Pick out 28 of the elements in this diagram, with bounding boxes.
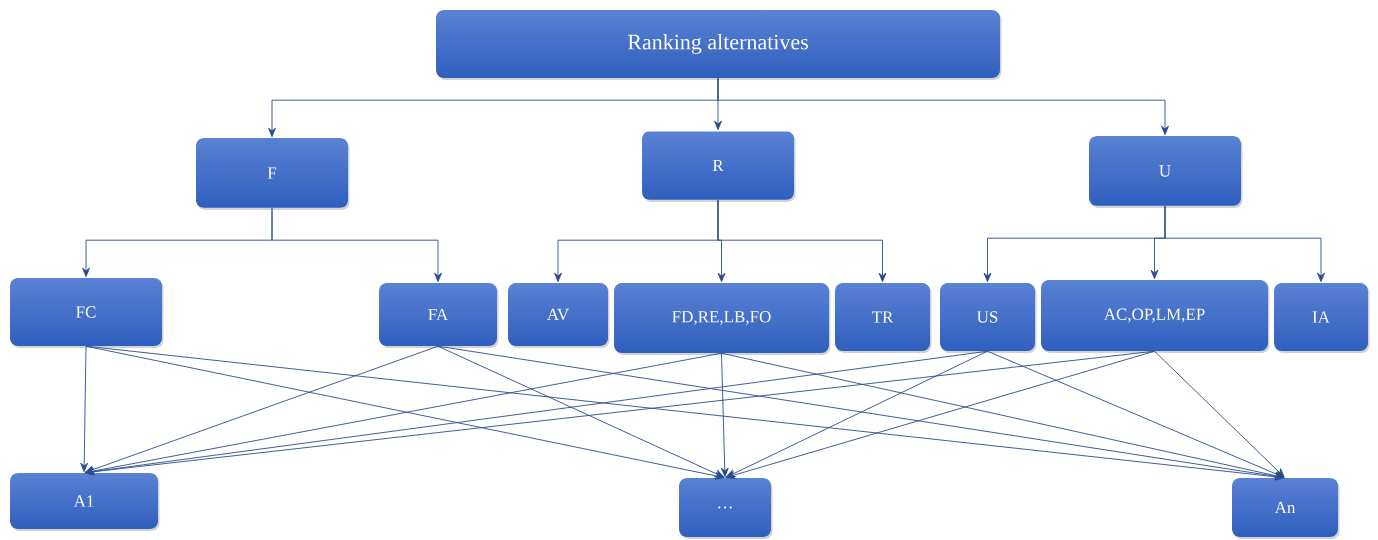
arrow bbox=[437, 345, 1285, 481]
process-box: TR bbox=[835, 283, 932, 353]
process-box: … bbox=[679, 478, 773, 539]
process-box: AV bbox=[508, 283, 610, 348]
process-box: FC bbox=[10, 278, 164, 348]
process-box: R bbox=[642, 131, 796, 202]
arrow bbox=[725, 350, 988, 478]
arrow bbox=[717, 77, 1169, 136]
arrow bbox=[84, 345, 439, 474]
arrow bbox=[1164, 205, 1325, 283]
process-box: FD,RE,LB,FO bbox=[614, 283, 831, 355]
arrow bbox=[717, 199, 887, 283]
arrow bbox=[725, 350, 1155, 479]
arrow bbox=[720, 352, 729, 478]
arrow bbox=[437, 345, 725, 478]
process-box: AC,OP,LM,EP bbox=[1041, 280, 1270, 353]
process-box: F bbox=[196, 138, 350, 210]
process-box: U bbox=[1089, 136, 1243, 208]
arrow bbox=[987, 350, 1285, 478]
process-box: An bbox=[1232, 478, 1340, 539]
arrow bbox=[1154, 350, 1285, 478]
process-box: A1 bbox=[10, 473, 160, 531]
arrow bbox=[271, 207, 442, 283]
process-box: FA bbox=[379, 283, 499, 348]
process-box: US bbox=[940, 283, 1037, 353]
arrow bbox=[80, 345, 89, 473]
process-box: IA bbox=[1274, 283, 1370, 353]
process-box: Ranking alternatives bbox=[436, 10, 1002, 80]
